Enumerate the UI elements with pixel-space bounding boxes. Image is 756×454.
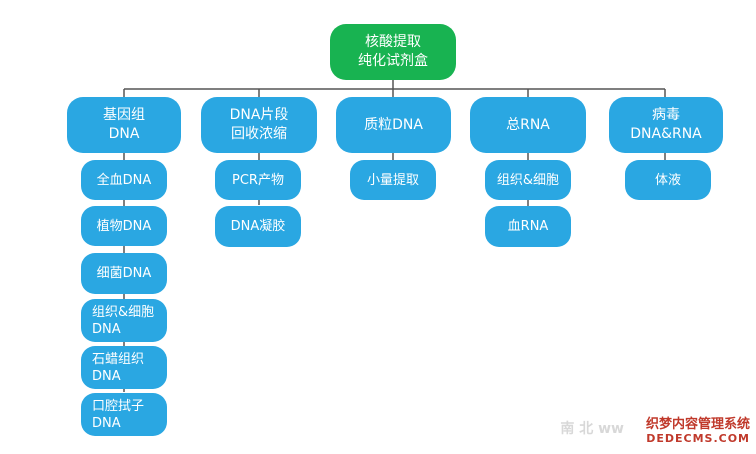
watermark-main: 织梦内容管理系统 [645,417,750,432]
category-plasmid-dna[interactable]: 质粒DNA [336,97,451,153]
item-whole-blood-dna[interactable]: 全血DNA [81,160,167,200]
item-plant-dna[interactable]: 植物DNA [81,206,167,246]
item-tissue-cell-dna[interactable]: 组织&细胞 DNA [81,299,167,342]
item-body-fluid[interactable]: 体液 [625,160,711,200]
watermark-sub: DEDECMS.COM [646,432,750,445]
item-pcr-product[interactable]: PCR产物 [215,160,301,200]
category-genomic-dna[interactable]: 基因组 DNA [67,97,181,153]
item-bacteria-dna[interactable]: 细菌DNA [81,253,167,294]
watermark: 南 北 ww 织梦内容管理系统 DEDECMS.COM [560,417,750,446]
item-blood-rna[interactable]: 血RNA [485,206,571,247]
category-viral-dna-rna[interactable]: 病毒 DNA&RNA [609,97,723,153]
item-mini-prep[interactable]: 小量提取 [350,160,436,200]
item-paraffin-tissue-dna[interactable]: 石蜡组织 DNA [81,346,167,389]
category-dna-fragment[interactable]: DNA片段 回收浓缩 [201,97,317,153]
category-total-rna[interactable]: 总RNA [470,97,586,153]
item-dna-gel[interactable]: DNA凝胶 [215,206,301,247]
watermark-faint: 南 北 ww [560,421,624,437]
item-tissue-cell[interactable]: 组织&细胞 [485,160,571,200]
root-node[interactable]: 核酸提取 纯化试剂盒 [330,24,456,80]
item-oral-swab-dna[interactable]: 口腔拭子 DNA [81,393,167,436]
